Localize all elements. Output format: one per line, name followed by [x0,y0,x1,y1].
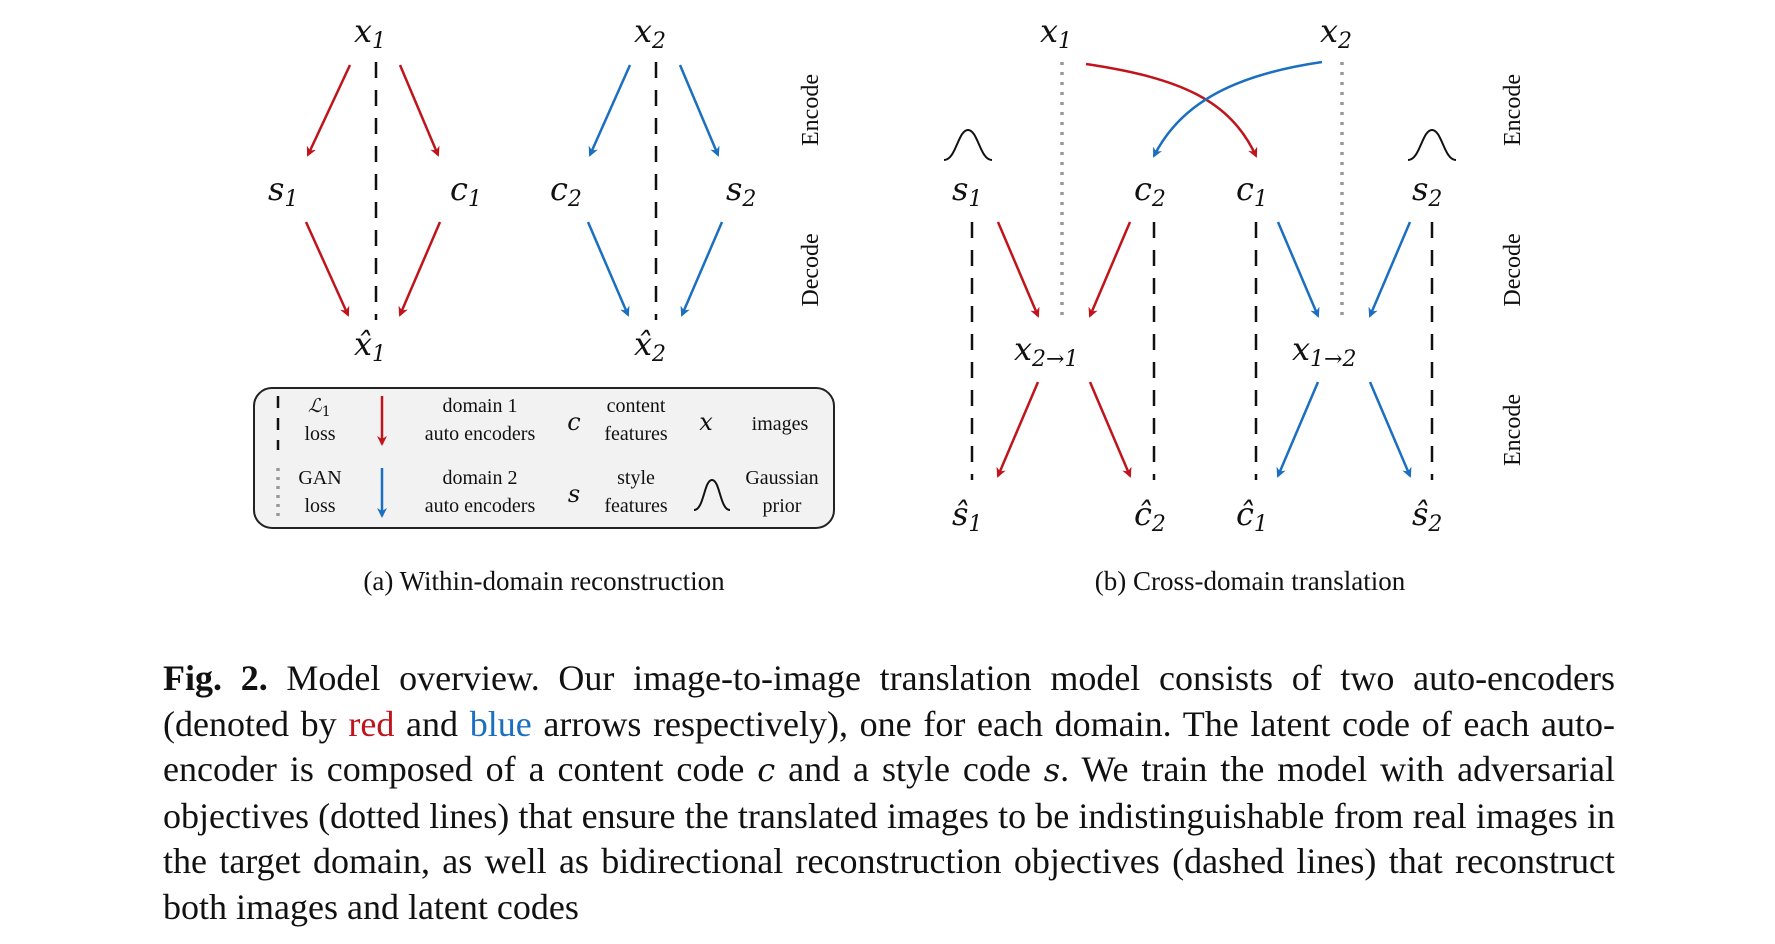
legend-x-symbol: x [699,408,713,436]
arrow-s2-to-x1to2 [1368,221,1412,318]
legend-domain2-ae: auto encoders [425,495,536,517]
caption-text-2: and [394,703,470,744]
arrow-x2to1-to-chat2 [1088,381,1132,478]
model-overview-figure: x1 x2 s1 c1 c2 s2 x̂1 x̂2 Encode Decode … [253,12,1526,596]
legend-box [253,387,835,529]
node-b-c1: c1 [1236,170,1268,212]
side-label-decode-b: Decode [1500,233,1526,306]
node-s1: s1 [268,170,298,212]
panel-a-caption: (a) Within-domain reconstruction [363,566,725,596]
legend-prior: prior [763,495,802,517]
arrow-x1-to-c1 [398,64,440,157]
caption-text-1: Model overview. Our image-to-image trans… [163,658,1615,744]
gaussian-prior-s1-icon [943,128,993,161]
node-c2: c2 [550,170,582,212]
legend-style-features: features [604,495,668,517]
gaussian-prior-s2-icon [1407,128,1457,161]
node-c1: c1 [450,170,482,212]
legend-l1-symbol: ℒ1 [308,395,331,420]
node-x2to1: x2→1 [1014,330,1078,372]
arrow-x1to2-to-chat1 [1276,381,1320,478]
node-xhat1: x̂1 [354,325,386,367]
side-label-encode-b-2: Encode [1500,394,1526,466]
legend-images: images [752,413,809,435]
node-chat2: ĉ2 [1134,495,1166,537]
caption-text-3: arrows respectively), one for each domai… [163,703,1616,790]
legend-domain2: domain 2 [443,467,518,489]
caption-text-5: . We train the model with adversarial ob… [163,749,1615,927]
node-b-s1: s1 [952,170,982,212]
caption-s-symbol: s [1043,751,1061,789]
figure-caption: Fig. 2. Model overview. Our image-to-ima… [163,656,1615,930]
arrow-c1-to-xhat1 [398,221,442,317]
figure-label: Fig. 2. [163,658,268,698]
arrow-x1-to-c1-cross [1085,62,1258,158]
arrow-s1-to-x2to1 [996,221,1040,318]
legend: ℒ1 loss GAN loss domain 1 auto encoders … [253,387,835,529]
node-s2: s2 [726,170,756,212]
legend-gan-loss: loss [304,495,335,517]
node-x1to2: x1→2 [1292,330,1356,372]
caption-red-word: red [348,703,395,744]
node-shat2: ŝ2 [1412,495,1442,537]
arrow-x2-to-c2-cross [1152,60,1323,158]
panel-b-caption: (b) Cross-domain translation [1095,566,1406,596]
panel-b: x1 x2 s1 c2 c1 s2 x2→1 x1→2 ŝ1 ĉ2 ĉ1 ŝ2 [943,12,1526,596]
caption-blue-word: blue [469,703,532,744]
arrow-x2-to-c2 [588,64,632,157]
caption-text-4: and a style code [775,749,1044,789]
legend-domain1: domain 1 [443,395,518,417]
legend-content-features: features [604,423,668,445]
arrow-x2-to-s2 [678,64,720,157]
legend-gan: GAN [298,467,341,489]
legend-domain1-ae: auto encoders [425,423,536,445]
node-b-s2: s2 [1412,170,1442,212]
arrow-c1-to-x1to2 [1276,221,1320,318]
node-x1: x1 [354,12,386,54]
node-b-x2: x2 [1320,12,1352,54]
arrow-x1-to-s1 [306,64,352,157]
legend-style: style [617,467,655,489]
legend-gaussian-icon [693,478,731,511]
legend-l1-loss: loss [304,423,335,445]
node-xhat2: x̂2 [634,325,666,367]
arrow-c2-to-xhat2 [586,221,630,317]
arrow-x1to2-to-shat2 [1368,381,1412,478]
arrow-x2to1-to-shat1 [996,381,1040,478]
side-label-encode-a: Encode [798,74,824,146]
panel-a: x1 x2 s1 c1 c2 s2 x̂1 x̂2 Encode Decode … [253,12,835,596]
legend-c-symbol: c [567,408,580,436]
node-shat1: ŝ1 [952,495,982,537]
caption-c-symbol: c [757,751,776,789]
legend-content: content [607,395,666,417]
side-label-decode-a: Decode [798,233,824,306]
arrow-s2-to-xhat2 [680,221,724,317]
node-x2: x2 [634,12,666,54]
node-b-x1: x1 [1040,12,1072,54]
arrow-c2-to-x2to1 [1088,221,1132,318]
legend-gaussian: Gaussian [745,467,818,489]
side-label-encode-b: Encode [1500,74,1526,146]
node-b-c2: c2 [1134,170,1166,212]
arrow-s1-to-xhat1 [304,221,350,317]
legend-s-symbol: s [568,480,580,508]
node-chat1: ĉ1 [1236,495,1268,537]
